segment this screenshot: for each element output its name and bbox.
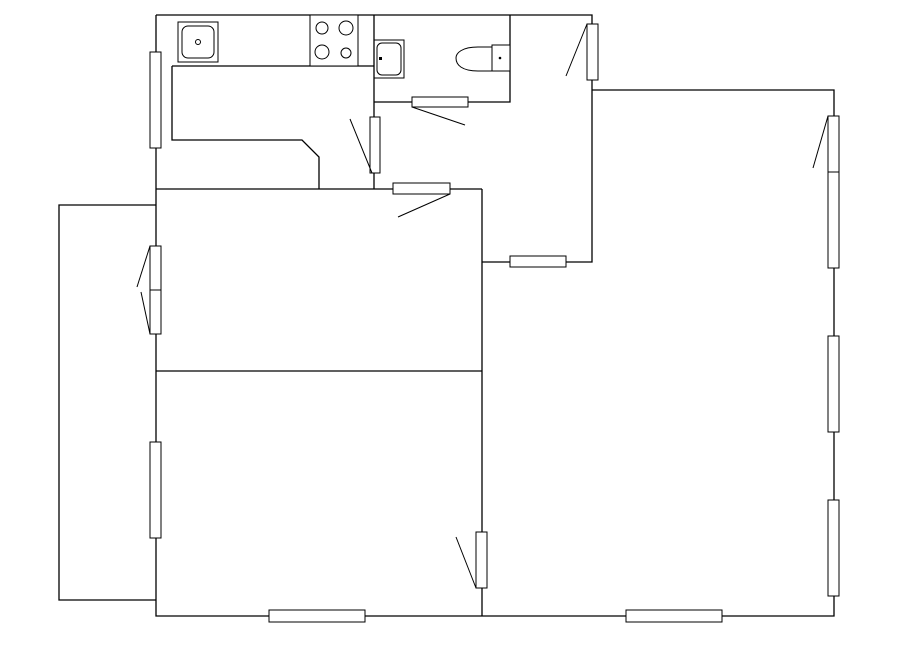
door-hall (392, 182, 451, 218)
balcony-outline (58, 204, 156, 601)
outer-wall-right-room (482, 89, 835, 617)
door-living-room (455, 531, 488, 589)
door-kitchen (349, 116, 381, 174)
door-balcony-upper (136, 245, 162, 291)
window-kitchen-west (149, 51, 162, 149)
bathroom-sink-icon (373, 39, 405, 79)
door-corridor-south (509, 255, 567, 268)
doors (136, 23, 840, 589)
door-right-room-top (812, 115, 840, 173)
window-east-3 (827, 499, 840, 597)
cooktop-icon (309, 14, 359, 67)
door-corridor-north (565, 23, 599, 81)
bathroom-wall (374, 15, 511, 103)
window-south-left (268, 609, 366, 623)
window-east-1 (827, 171, 840, 269)
corridor-wall (482, 90, 593, 263)
kitchen-counter (171, 65, 374, 189)
window-bedroom-west (149, 441, 162, 539)
toilet-icon (455, 44, 511, 72)
door-balcony-lower (140, 289, 162, 335)
window-south-right (625, 609, 723, 623)
door-bathroom (411, 96, 469, 126)
window-east-2 (827, 335, 840, 433)
kitchen-sink-icon (177, 21, 219, 63)
windows (149, 51, 840, 623)
